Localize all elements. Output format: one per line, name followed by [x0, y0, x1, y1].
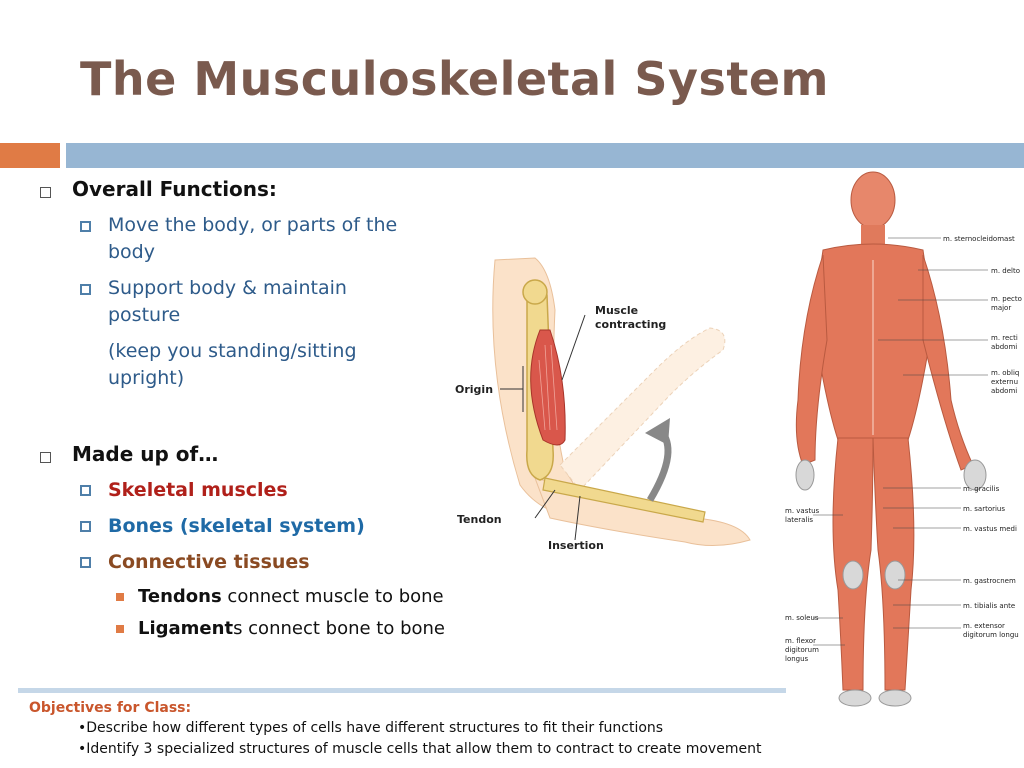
contracting-label: contracting: [595, 318, 666, 331]
body-label: digitorum: [785, 646, 819, 654]
tendons-line: Tendons connect muscle to bone: [138, 586, 444, 607]
function-item: Support body & maintain: [108, 277, 347, 299]
bullet-square-icon: [80, 485, 91, 496]
body-label: abdomi: [991, 343, 1017, 351]
body-label: lateralis: [785, 516, 813, 524]
ligaments-line: Ligaments connect bone to bone: [138, 618, 445, 639]
bullet-square-icon: [40, 452, 51, 463]
objective-item: •Identify 3 specialized structures of mu…: [78, 741, 762, 757]
body-label: m. sternocleidomast: [943, 235, 1015, 243]
accent-bar-orange: [0, 143, 60, 168]
body-label: m. obliq: [991, 369, 1019, 377]
accent-bar-blue: [66, 143, 1024, 168]
component-connective-tissues: Connective tissues: [108, 551, 310, 573]
bone-head-shape: [522, 279, 548, 305]
function-item: upright): [108, 367, 185, 389]
biceps-muscle-shape: [530, 329, 566, 446]
tendon-label: Tendon: [457, 513, 502, 526]
slide-content: Overall Functions: Move the body, or par…: [0, 0, 480, 680]
function-item: (keep you standing/sitting: [108, 340, 357, 362]
objectives-title: Objectives for Class:: [29, 700, 192, 716]
ligament-term: Ligament: [138, 618, 234, 639]
body-label: m. extensor: [963, 622, 1005, 630]
body-label: m. soleus: [785, 614, 819, 622]
body-label: m. gastrocnem: [963, 577, 1016, 585]
function-item: Move the body, or parts of the: [108, 214, 398, 236]
bullet-square-icon: [80, 557, 91, 568]
ligament-desc: s connect bone to bone: [233, 618, 445, 639]
section-heading-made-up: Made up of…: [72, 442, 219, 466]
body-label: m. vastus medi: [963, 525, 1017, 533]
tendons-term: Tendons: [138, 586, 222, 607]
arm-muscle-diagram: Muscle contracting Origin Tendon Inserti…: [455, 257, 751, 552]
body-label: m. recti: [991, 334, 1018, 342]
body-label: m. pecto: [991, 295, 1022, 303]
objective-item: •Describe how different types of cells h…: [78, 720, 664, 736]
body-label: m. sartorius: [963, 505, 1005, 513]
muscle-anatomy-diagram: m. sternocleidomast m. delto m. pecto ma…: [785, 171, 1022, 707]
section-heading-functions: Overall Functions:: [72, 177, 277, 201]
body-label: m. vastus: [785, 507, 820, 515]
component-skeletal-muscles: Skeletal muscles: [108, 479, 288, 501]
origin-label: Origin: [455, 383, 493, 396]
body-label: longus: [785, 655, 809, 663]
footer-divider: [18, 688, 786, 693]
bullet-square-icon: [116, 625, 124, 633]
body-label: externu: [991, 378, 1018, 386]
body-label: major: [991, 304, 1011, 312]
function-item: posture: [108, 304, 181, 326]
body-label: m. tibialis ante: [963, 602, 1015, 610]
body-label: m. delto: [991, 267, 1020, 275]
component-bones: Bones (skeletal system): [108, 515, 365, 537]
body-label: digitorum longu: [963, 631, 1019, 639]
body-label: m. gracilis: [963, 485, 1000, 493]
slide-title: The Musculoskeletal System: [80, 52, 829, 106]
body-label: m. flexor: [785, 637, 816, 645]
muscle-label: Muscle: [595, 304, 638, 317]
body-label: abdomi: [991, 387, 1017, 395]
tendons-desc: connect muscle to bone: [221, 586, 444, 607]
bullet-square-icon: [80, 284, 91, 295]
bullet-square-icon: [40, 187, 51, 198]
bullet-square-icon: [116, 593, 124, 601]
bullet-square-icon: [80, 521, 91, 532]
bullet-square-icon: [80, 221, 91, 232]
insertion-label: Insertion: [548, 539, 604, 552]
function-item: body: [108, 241, 155, 263]
